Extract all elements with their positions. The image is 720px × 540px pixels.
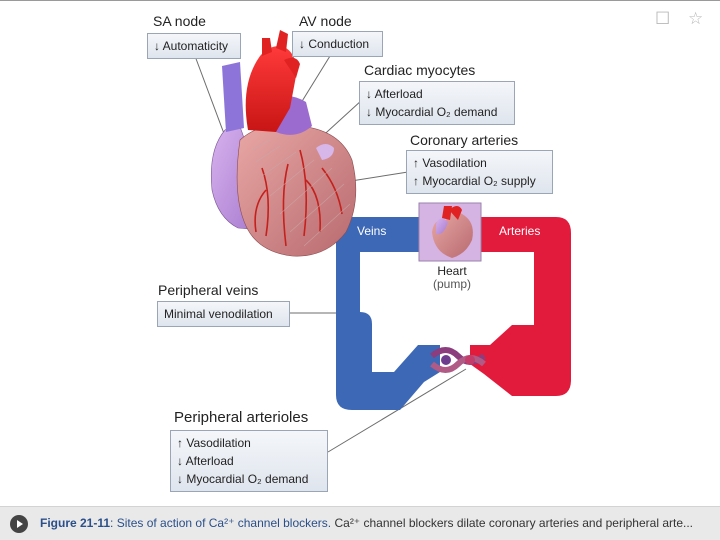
heart-sublabel: (pump) [432, 277, 471, 291]
coronary-arteries-item-1: ↑ Vasodilation [413, 156, 487, 170]
peripheral-arterioles-item-3: ↓ Myocardial O₂ demand [177, 472, 309, 486]
figure-number: Figure 21-11 [40, 516, 111, 530]
caption-text: Figure 21-11: Sites of action of Ca²⁺ ch… [40, 516, 693, 530]
peripheral-arterioles-box: ↑ Vasodilation ↓ Afterload ↓ Myocardial … [170, 430, 328, 492]
coronary-arteries-title: Coronary arteries [410, 132, 519, 148]
peripheral-veins-title: Peripheral veins [158, 282, 259, 298]
cardiac-myocytes-title: Cardiac myocytes [364, 62, 476, 78]
arteries-vessel [470, 217, 571, 396]
sa-node-item: ↓ Automaticity [154, 39, 229, 53]
coronary-arteries-item-2: ↑ Myocardial O₂ supply [413, 174, 536, 188]
peripheral-arterioles-item-1: ↑ Vasodilation [177, 436, 251, 450]
caption-lead: : Sites of action of Ca²⁺ channel blocke… [110, 516, 332, 530]
star-icon[interactable]: ☆ [688, 9, 704, 28]
cardiac-myocytes-item-1: ↓ Afterload [366, 87, 423, 101]
arteries-label: Arteries [499, 224, 541, 238]
heart-label: Heart [437, 264, 467, 278]
coronary-arteries-box: ↑ Vasodilation ↑ Myocardial O₂ supply [406, 150, 553, 194]
capillary-bed [430, 347, 486, 373]
av-node-item: ↓ Conduction [299, 37, 370, 51]
circulation-loop [336, 202, 571, 410]
heart-label-group: Heart (pump) [424, 265, 480, 291]
caption-bar: Figure 21-11: Sites of action of Ca²⁺ ch… [0, 506, 720, 540]
veins-vessel [336, 217, 440, 410]
play-icon[interactable] [10, 515, 28, 533]
caption-body: Ca²⁺ channel blockers dilate coronary ar… [331, 516, 693, 530]
diagram-artwork [194, 30, 571, 453]
peripheral-arterioles-item-2: ↓ Afterload [177, 454, 234, 468]
peripheral-arterioles-title: Peripheral arterioles [174, 409, 309, 426]
cardiac-myocytes-box: ↓ Afterload ↓ Myocardial O₂ demand [359, 81, 515, 125]
peripheral-veins-box: Minimal venodilation [157, 301, 290, 327]
top-border [0, 0, 720, 1]
heart-illustration [210, 30, 357, 257]
sa-node-title: SA node [153, 13, 206, 29]
sa-node-box: ↓ Automaticity [147, 33, 241, 59]
veins-label: Veins [357, 224, 387, 238]
av-node-title: AV node [299, 13, 352, 29]
peripheral-veins-item: Minimal venodilation [164, 307, 273, 321]
cardiac-myocytes-item-2: ↓ Myocardial O₂ demand [366, 105, 498, 119]
comment-icon[interactable]: ☐ [655, 9, 671, 28]
small-heart [432, 206, 473, 258]
av-node-box: ↓ Conduction [292, 31, 383, 57]
